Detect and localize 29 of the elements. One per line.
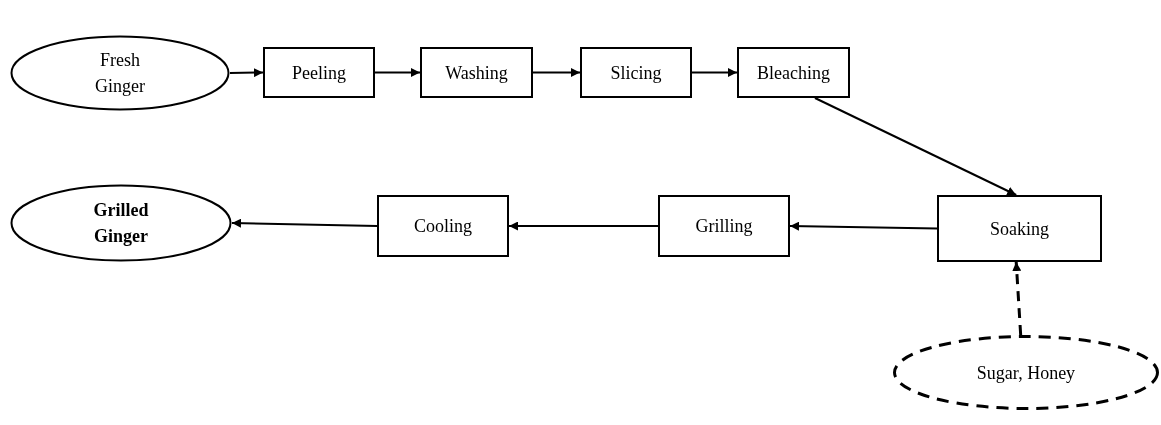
process-box <box>737 47 850 98</box>
process-box <box>420 47 533 98</box>
arrow <box>789 221 938 231</box>
terminal-ellipse <box>893 335 1159 410</box>
terminal-ellipse <box>10 35 230 111</box>
arrow <box>813 97 1018 196</box>
arrow <box>374 68 421 77</box>
node-label: Slicing <box>610 61 662 85</box>
arrow <box>231 218 378 228</box>
terminal-ellipse <box>10 184 232 262</box>
arrow <box>691 68 738 77</box>
node-label: Grilled Ginger <box>92 199 150 248</box>
node-label: Bleaching <box>757 61 830 85</box>
node-label: Peeling <box>292 61 346 85</box>
arrow <box>532 68 581 77</box>
arrow <box>1012 261 1023 336</box>
arrow <box>508 221 659 231</box>
process-box <box>377 195 509 257</box>
node-label: Fresh Ginger <box>94 49 146 98</box>
node-label: Sugar, Honey <box>976 361 1076 385</box>
arrow <box>229 68 264 78</box>
node-label: Cooling <box>414 215 472 238</box>
node-label: Soaking <box>990 217 1049 241</box>
process-box <box>580 47 692 98</box>
node-label: Washing <box>445 61 508 85</box>
process-box <box>263 47 375 98</box>
process-box <box>658 195 790 257</box>
node-label: Grilling <box>695 215 753 238</box>
process-box <box>937 195 1102 262</box>
